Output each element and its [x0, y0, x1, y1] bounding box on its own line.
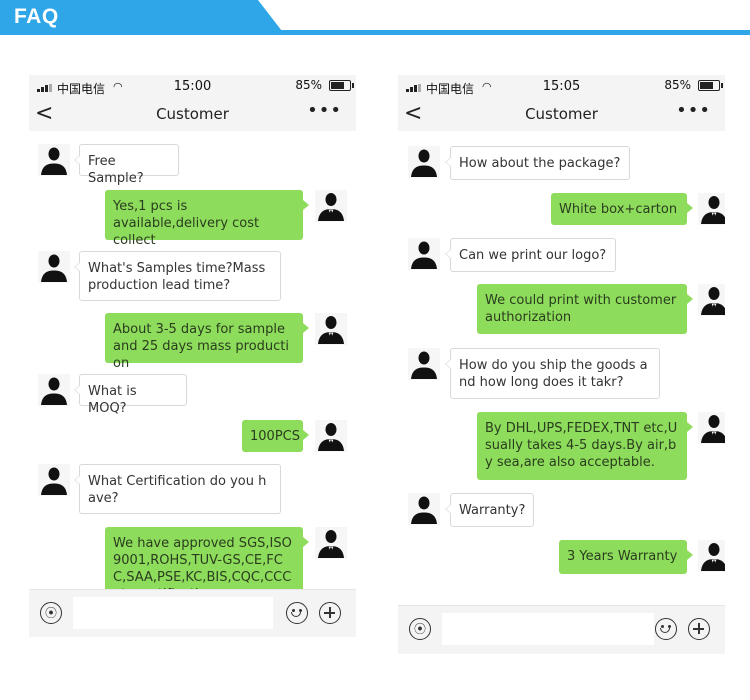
- message-list[interactable]: How about the package? White box+carton …: [398, 131, 725, 601]
- chat-header: < Customer •••: [398, 99, 725, 131]
- battery-percent: 85%: [664, 78, 691, 92]
- person-silhouette-icon: [38, 144, 70, 176]
- banner-underline: [0, 30, 750, 35]
- person-silhouette-icon: [698, 284, 725, 316]
- person-silhouette-icon: [408, 493, 440, 525]
- person-silhouette-icon: [38, 374, 70, 406]
- message-bubble-incoming: What Certification do you have?: [74, 464, 281, 514]
- message-bubble-incoming: What is MOQ?: [74, 374, 187, 416]
- voice-icon[interactable]: ⦿: [40, 602, 62, 624]
- person-silhouette-icon: [408, 238, 440, 270]
- signal-icon: [406, 84, 421, 92]
- more-dots-icon[interactable]: •••: [307, 100, 342, 121]
- status-bar: 中国电信 ◠ 15:05 85%: [398, 75, 725, 99]
- person-silhouette-icon: [408, 146, 440, 178]
- plus-icon[interactable]: [319, 602, 341, 624]
- emoji-icon[interactable]: [655, 618, 677, 640]
- banner-title: FAQ: [14, 5, 59, 28]
- plus-icon[interactable]: [688, 618, 710, 640]
- wifi-icon: ◠: [113, 80, 123, 93]
- emoji-icon[interactable]: [286, 602, 308, 624]
- person-silhouette-icon: [38, 464, 70, 496]
- status-bar: 中国电信 ◠ 15:00 85%: [29, 75, 356, 99]
- message-list[interactable]: Free Sample? Yes,1 pcs is available,deli…: [29, 131, 356, 589]
- chevron-left-icon[interactable]: <: [404, 101, 423, 126]
- message-bubble-incoming: What's Samples time?Mass production lead…: [74, 251, 281, 301]
- person-silhouette-icon: [408, 348, 440, 380]
- message-bubble-outgoing: Yes,1 pcs is available,delivery cost col…: [105, 190, 309, 248]
- message-bubble-outgoing: About 3-5 days for sample and 25 days ma…: [105, 313, 309, 371]
- message-bubble-incoming: Can we print our logo?: [445, 238, 616, 272]
- person-silhouette-icon: [698, 193, 725, 225]
- chat-header: < Customer •••: [29, 99, 356, 131]
- message-bubble-incoming: How about the package?: [445, 146, 630, 180]
- wifi-icon: ◠: [482, 80, 492, 93]
- message-bubble-outgoing: We have approved SGS,ISO9001,ROHS,TUV-GS…: [105, 527, 309, 589]
- person-silhouette-icon: [38, 251, 70, 283]
- person-silhouette-icon: [315, 527, 347, 559]
- message-bubble-outgoing: 3 Years Warranty: [559, 540, 693, 574]
- person-silhouette-icon: [315, 313, 347, 345]
- chat-title: Customer: [156, 105, 229, 123]
- message-bubble-outgoing: White box+carton: [551, 193, 693, 225]
- battery-icon: [698, 80, 723, 91]
- voice-icon[interactable]: ⦿: [409, 618, 431, 640]
- message-bubble-incoming: Free Sample?: [74, 144, 179, 186]
- battery-icon: [329, 80, 354, 91]
- phone-screen-2: 中国电信 ◠ 15:05 85% < Customer ••• How abou…: [398, 75, 725, 654]
- message-bubble-outgoing: 100PCS: [242, 420, 309, 452]
- chevron-left-icon[interactable]: <: [35, 101, 54, 126]
- battery-percent: 85%: [295, 78, 322, 92]
- message-input[interactable]: [73, 597, 273, 629]
- signal-icon: [37, 84, 52, 92]
- message-input[interactable]: [442, 613, 654, 645]
- more-dots-icon[interactable]: •••: [676, 100, 711, 121]
- phone-screen-1: 中国电信 ◠ 15:00 85% < Customer ••• Free Sam…: [29, 75, 356, 637]
- status-time: 15:05: [542, 79, 581, 94]
- faq-banner: FAQ: [0, 0, 750, 36]
- message-bubble-incoming: Warranty?: [445, 493, 534, 527]
- status-time: 15:00: [173, 79, 212, 94]
- person-silhouette-icon: [315, 420, 347, 452]
- input-bar: ⦿: [398, 605, 725, 654]
- input-bar: ⦿: [29, 589, 356, 637]
- person-silhouette-icon: [315, 190, 347, 222]
- banner-tab: [0, 0, 285, 35]
- carrier-label: 中国电信: [57, 82, 106, 96]
- chat-title: Customer: [525, 105, 598, 123]
- message-bubble-outgoing: By DHL,UPS,FEDEX,TNT etc,Usually takes 4…: [477, 412, 693, 480]
- carrier-label: 中国电信: [426, 82, 475, 96]
- person-silhouette-icon: [698, 540, 725, 572]
- person-silhouette-icon: [698, 412, 725, 444]
- message-bubble-outgoing: We could print with customer authorizati…: [477, 284, 693, 334]
- message-bubble-incoming: How do you ship the goods and how long d…: [445, 348, 660, 399]
